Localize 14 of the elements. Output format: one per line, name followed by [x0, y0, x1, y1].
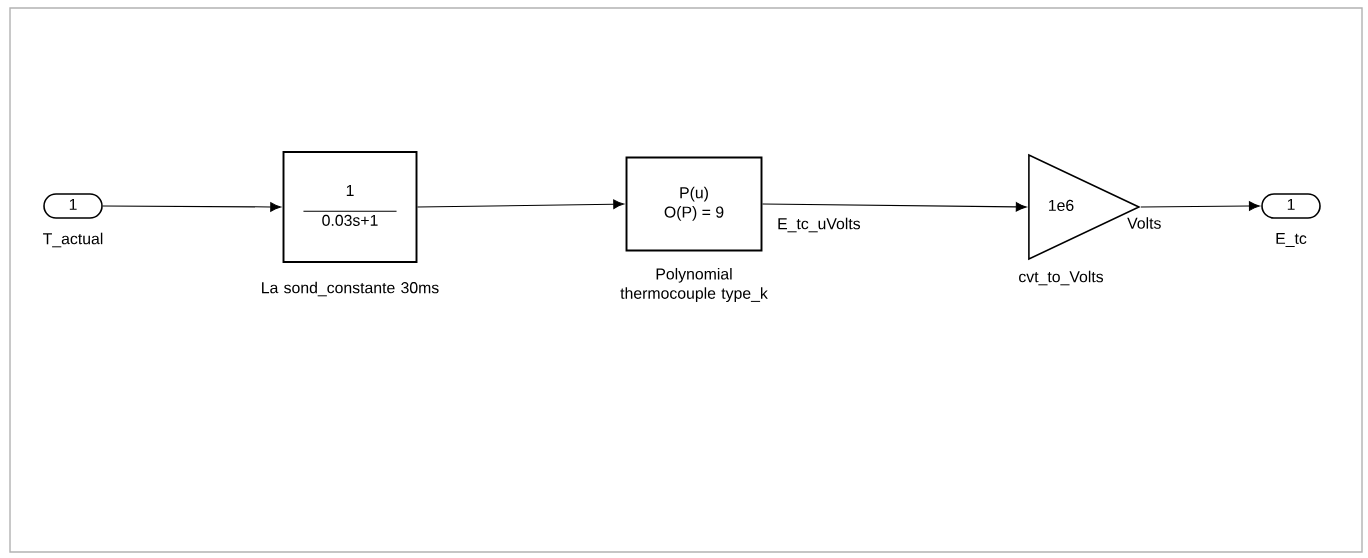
block-label: La sond_constante 30ms — [262, 281, 439, 297]
outport: 1 — [1261, 193, 1321, 219]
arrow — [102, 202, 282, 212]
transfer-function-block: 1 0.03s+1 — [282, 151, 418, 263]
polynomial-block: P(u) O(P) = 9 — [625, 156, 763, 252]
arrow — [416, 199, 625, 209]
block-label: E_tc — [1276, 233, 1307, 247]
inport: 1 — [43, 193, 103, 219]
edge-label: E_tc_uVolts — [775, 215, 863, 235]
block-label: cvt_to_Volts — [1019, 270, 1104, 286]
arrow — [1140, 201, 1260, 211]
block-label: Polynomial thermocouple type_k — [620, 267, 768, 303]
arrow — [761, 202, 1027, 212]
block-label: T_actual — [43, 232, 103, 248]
